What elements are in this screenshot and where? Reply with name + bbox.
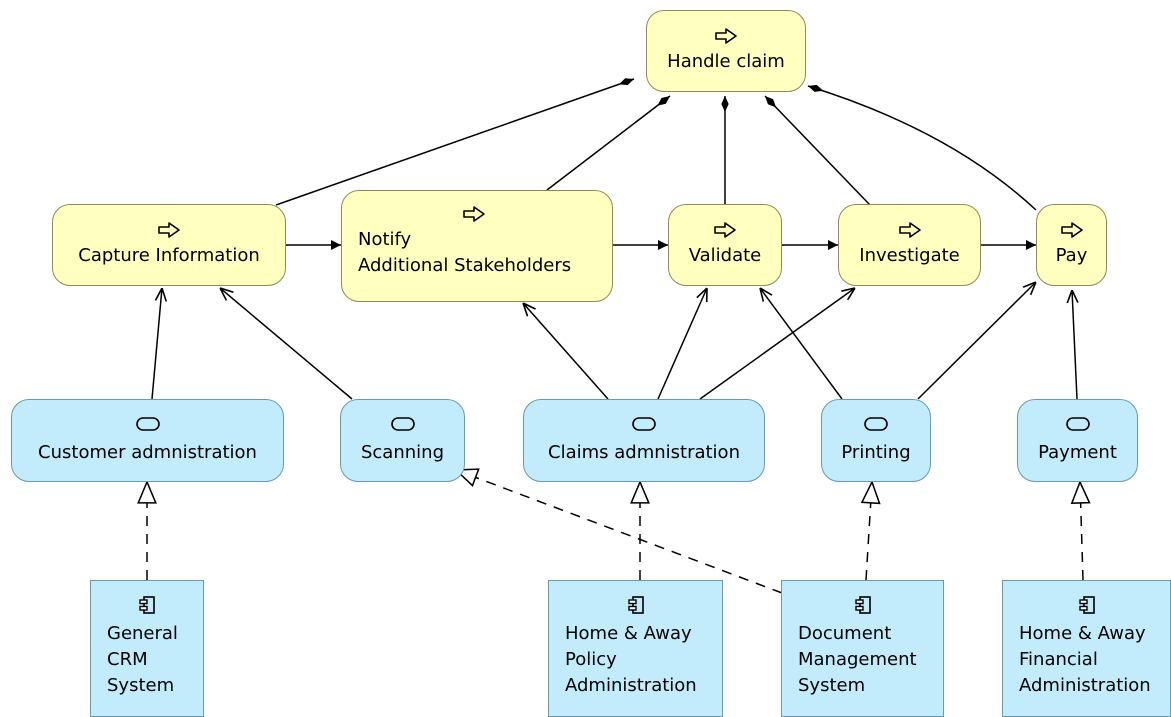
process-validate[interactable]: Validate [668, 204, 782, 286]
process-arrow-icon [1060, 222, 1083, 238]
component-icon [139, 596, 155, 614]
process-arrow-icon [898, 222, 921, 238]
composition-edge-pay [807, 84, 1037, 211]
component-icon [1078, 596, 1095, 614]
component-label: Home & Away Policy Administration [565, 623, 697, 696]
composition-edge-capture [275, 78, 635, 206]
component-policy-administration[interactable]: Home & Away Policy Administration [548, 580, 723, 717]
realization-edge-financial-payment [1080, 482, 1083, 581]
usedby-edge-customer-capture [151, 288, 162, 400]
component-general-crm-system[interactable]: General CRM System [90, 580, 204, 717]
component-label: Document Management System [798, 623, 917, 696]
process-capture-information[interactable]: Capture Information [52, 204, 286, 286]
service-customer-administration[interactable]: Customer admnistration [11, 399, 284, 482]
component-icon [627, 596, 644, 614]
component-label: General CRM System [107, 623, 178, 696]
service-icon [390, 416, 415, 431]
service-icon [864, 416, 888, 431]
process-label: Pay [1055, 245, 1088, 266]
service-icon [1065, 416, 1090, 431]
usedby-edge-payment-pay [1072, 290, 1077, 400]
usedby-edge-claims-investigate [699, 288, 855, 400]
component-document-management-system[interactable]: Document Management System [781, 580, 944, 717]
component-financial-administration[interactable]: Home & Away Financial Administration [1002, 580, 1171, 717]
service-label: Claims admnistration [548, 441, 740, 463]
process-handle-claim[interactable]: Handle claim [646, 10, 806, 92]
realization-edge-document-scanning [456, 470, 783, 594]
service-claims-administration[interactable]: Claims admnistration [523, 399, 765, 482]
usedby-edge-printing-validate [760, 288, 843, 400]
process-investigate[interactable]: Investigate [838, 204, 981, 286]
process-label: Handle claim [667, 51, 785, 72]
service-icon [135, 416, 160, 431]
component-icon [854, 596, 871, 614]
usedby-edge-claims-notify [523, 303, 609, 400]
composition-edge-investigate [764, 95, 871, 206]
service-payment[interactable]: Payment [1017, 399, 1138, 482]
service-label: Scanning [360, 441, 444, 463]
usedby-edge-scanning-capture [220, 288, 353, 400]
usedby-edge-printing-pay [917, 282, 1036, 400]
realization-edge-document-printing [866, 482, 872, 581]
component-label: Home & Away Financial Administration [1019, 623, 1151, 696]
service-label: Customer admnistration [38, 441, 257, 463]
process-arrow-icon [715, 28, 737, 44]
service-label: Printing [841, 441, 911, 463]
service-scanning[interactable]: Scanning [340, 399, 465, 482]
composition-edge-notify [546, 95, 671, 191]
process-pay[interactable]: Pay [1036, 204, 1107, 286]
process-notify-additional-stakeholders[interactable]: Notify Additional Stakeholders [341, 190, 613, 302]
process-arrow-icon [714, 222, 736, 238]
process-label: Notify Additional Stakeholders [358, 229, 572, 276]
service-label: Payment [1038, 441, 1117, 463]
process-arrow-icon [158, 222, 180, 238]
usedby-edge-claims-validate [657, 288, 707, 400]
service-printing[interactable]: Printing [821, 399, 931, 482]
service-icon [632, 416, 656, 431]
process-label: Capture Information [78, 245, 260, 266]
process-arrow-icon [463, 206, 485, 222]
process-label: Validate [688, 245, 762, 266]
process-label: Investigate [859, 245, 960, 266]
